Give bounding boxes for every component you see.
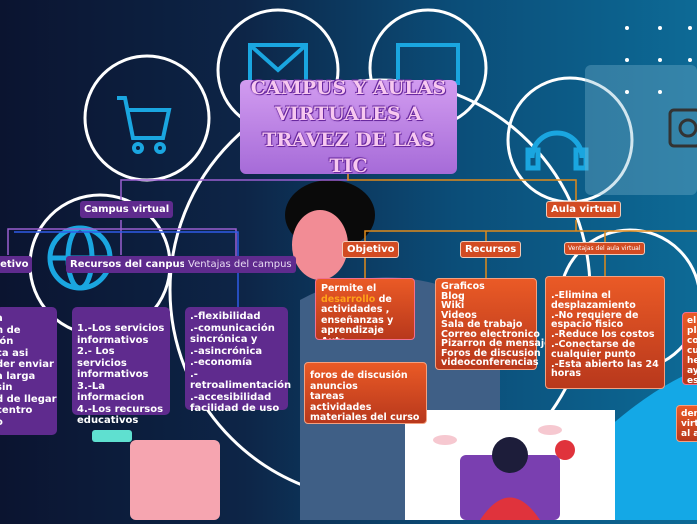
camera-icon (668, 108, 697, 148)
text-line: 1.-Los servicios informativos (77, 323, 165, 346)
text-line: retroalimentación (190, 380, 292, 391)
text-line: Foros de discusion (441, 347, 541, 359)
text-line: ca asi (0, 347, 29, 359)
shopping-cart-icon (117, 96, 172, 154)
text-line: .-asincrónica (190, 345, 263, 357)
aula-right-box-1[interactable]: el pla co cu he ay es (682, 312, 697, 386)
text-line: Videos (441, 309, 477, 321)
text: Permite el (321, 283, 377, 294)
text-line: 3.-La informacion (77, 380, 145, 404)
text-line: facilidad de uso (190, 403, 280, 414)
campus-objetivo-node[interactable]: Objetivo (0, 256, 33, 273)
phone-illustration (130, 440, 220, 520)
text-line: n de (0, 324, 21, 336)
text-line: d de llegar (0, 393, 57, 405)
text-line: sin (0, 382, 13, 393)
text-line: .-No requiere de espacio fisico (551, 309, 639, 331)
text-line: Blog (441, 290, 465, 302)
text-line: Graficos (441, 281, 485, 292)
text-line: cu (687, 346, 697, 356)
text-line: dem (681, 409, 697, 419)
text-line: a larga (0, 370, 36, 382)
campus-objetivo-box[interactable]: a n de ión ca asi der enviar a larga sin… (0, 307, 57, 435)
text-line: Wiki (441, 300, 465, 311)
text-line: virt (681, 419, 697, 429)
text-line: actividades (310, 401, 372, 413)
text-line: materiales del curso (310, 412, 420, 423)
text-line: anuncios (310, 380, 358, 392)
text-line: 2.- Los servicios informativos (77, 346, 149, 380)
campus-recursos-box[interactable]: 1.-Los servicios informativos 2.- Los se… (72, 307, 170, 426)
text-line: ión (0, 336, 14, 347)
text-line: .-Conectarse de cualquier punto (551, 338, 636, 360)
text-line: 4.-Los recursos educativos (77, 403, 164, 427)
text-line: .-economía (190, 357, 253, 368)
campus-ventajas-node[interactable]: Ventajas del campus (184, 256, 296, 273)
text-line: der enviar (0, 359, 54, 370)
text-line: ay (687, 366, 697, 376)
text: de actividades , enseñanzas y aprendizaj… (321, 293, 394, 339)
text-line: Correo electronico (441, 328, 540, 340)
text-line: tareas (310, 391, 345, 402)
text-line: .-Elimina el desplazamiento (551, 290, 636, 311)
central-topic[interactable]: CAMPUS Y AULAS VIRTUALES A TRAVEZ DE LAS… (240, 77, 457, 177)
aula-ventajas-node[interactable]: Ventajas del aula virtual (564, 242, 645, 255)
decorative-card (92, 430, 132, 442)
text-line: o (0, 417, 52, 429)
text-line: .-accesibilidad (190, 391, 272, 403)
aula-ventajas-box[interactable]: .-Elimina el desplazamiento .-No requier… (545, 276, 665, 389)
text-line: foros de discusión (310, 370, 408, 381)
virtual-class-illustration (405, 410, 615, 520)
aula-recursos-node[interactable]: Recursos (460, 241, 522, 258)
text-line: al a (681, 429, 697, 439)
aula-objetivo-sub-box[interactable]: foros de discusión anuncios tareas activ… (304, 362, 427, 424)
aula-objetivo-node[interactable]: Objetivo (342, 241, 400, 258)
text-line: videoconferencias (441, 357, 539, 368)
text-line: a (0, 313, 52, 325)
highlight-text: desarrollo (321, 293, 376, 305)
text-line: .- (190, 368, 198, 380)
text-line: .-flexibilidad (190, 311, 261, 322)
text-line: .-comunicación sincrónica y (190, 322, 275, 346)
text-line: es (687, 376, 697, 386)
text-line: he (687, 356, 697, 366)
text-line: Sala de trabajo (441, 319, 523, 330)
aula-recursos-box[interactable]: Graficos Blog Wiki Videos Sala de trabaj… (435, 278, 551, 370)
campus-virtual-node[interactable]: Campus virtual (80, 201, 174, 218)
aula-virtual-node[interactable]: Aula virtual (546, 201, 622, 218)
text-line: co (687, 336, 697, 346)
campus-recursos-node[interactable]: Recursos del canpus (66, 256, 190, 273)
aula-right-box-2[interactable]: dem virt al a (676, 405, 697, 442)
campus-ventajas-box[interactable]: .-flexibilidad .-comunicación sincrónica… (185, 307, 292, 414)
text-line: .-Reduce los costos (551, 329, 655, 341)
headset-icon (525, 130, 589, 171)
aula-objetivo-box[interactable]: Permite el desarrollo de actividades , e… (315, 278, 415, 340)
text-line: Pizarron de mensaje (441, 338, 551, 349)
text-line: pla (687, 326, 697, 336)
text-line: centro (0, 405, 33, 416)
text-line: .-Esta abierto las 24 horas (551, 358, 659, 380)
text-line: el (687, 316, 697, 326)
